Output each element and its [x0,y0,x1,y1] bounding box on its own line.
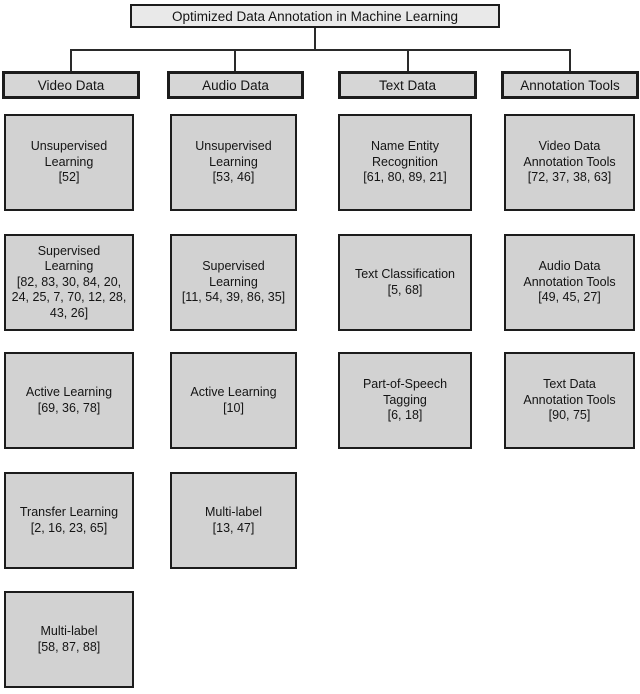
diagram-title-box: Optimized Data Annotation in Machine Lea… [130,4,500,28]
node-refs: [53, 46] [212,170,255,185]
column-header-text-data: Text Data [338,71,477,99]
node-refs: [58, 87, 88] [37,639,101,654]
node-refs: [72, 37, 38, 63] [527,170,612,185]
column-header-video-data: Video Data [2,71,140,99]
column-header-annotation-tools: Annotation Tools [501,71,639,99]
node-refs: [13, 47] [212,520,255,535]
node-refs: [82, 83, 30, 84, 20, 24, 25, 7, 70, 12, … [11,274,127,320]
node-refs: [69, 36, 78] [37,400,101,415]
node-tools-text-data-annotation: Text Data Annotation Tools [90, 75] [504,352,635,449]
node-audio-multi-label: Multi-label [13, 47] [170,472,297,569]
connector-stub-video-data [70,50,72,72]
node-label: Active Learning [25,385,113,399]
node-label: Supervised Learning [202,259,265,289]
node-label: Unsupervised Learning [30,139,108,169]
node-audio-active-learning: Active Learning [10] [170,352,297,449]
node-label: Audio Data Annotation Tools [523,259,616,289]
node-refs: [90, 75] [548,408,591,423]
node-video-unsupervised-learning: Unsupervised Learning [52] [4,114,134,211]
node-label: Part-of-Speech Tagging [362,377,448,407]
node-label: Multi-label [205,505,262,519]
connector-horizontal-rail [70,49,571,51]
connector-stub-annotation-tools [569,50,571,72]
node-text-text-classification: Text Classification [5, 68] [338,234,472,331]
node-text-name-entity-recognition: Name Entity Recognition [61, 80, 89, 21] [338,114,472,211]
node-tools-video-data-annotation: Video Data Annotation Tools [72, 37, 38,… [504,114,635,211]
node-text-part-of-speech-tagging: Part-of-Speech Tagging [6, 18] [338,352,472,449]
node-refs: [61, 80, 89, 21] [363,170,447,185]
node-video-supervised-learning: Supervised Learning [82, 83, 30, 84, 20,… [4,234,134,331]
connector-stub-audio-data [234,50,236,72]
node-video-active-learning: Active Learning [69, 36, 78] [4,352,134,449]
node-label: Video Data Annotation Tools [523,139,616,169]
diagram-title: Optimized Data Annotation in Machine Lea… [172,8,458,24]
node-refs: [2, 16, 23, 65] [30,520,108,535]
node-label: Unsupervised Learning [195,139,272,169]
node-label: Name Entity Recognition [370,139,440,169]
node-refs: [52] [58,170,80,185]
node-label: Text Classification [354,267,456,281]
node-label: Supervised Learning [37,243,101,274]
connector-title-drop [314,28,316,50]
node-audio-unsupervised-learning: Unsupervised Learning [53, 46] [170,114,297,211]
connector-stub-text-data [407,50,409,72]
node-refs: [10] [223,400,244,415]
column-header-audio-data: Audio Data [167,71,304,99]
node-label: Transfer Learning [19,505,119,519]
node-video-multi-label: Multi-label [58, 87, 88] [4,591,134,688]
node-audio-supervised-learning: Supervised Learning [11, 54, 39, 86, 35] [170,234,297,331]
node-refs: [5, 68] [387,282,423,297]
node-refs: [6, 18] [387,408,423,423]
node-video-transfer-learning: Transfer Learning [2, 16, 23, 65] [4,472,134,569]
column-header-label: Audio Data [202,77,269,93]
node-label: Multi-label [40,624,98,638]
column-header-label: Annotation Tools [520,77,620,93]
node-label: Active Learning [190,385,277,399]
column-header-label: Text Data [378,77,437,93]
node-refs: [49, 45, 27] [538,290,601,305]
column-header-label: Video Data [37,77,105,93]
node-refs: [11, 54, 39, 86, 35] [181,290,286,305]
node-label: Text Data Annotation Tools [523,377,616,407]
node-tools-audio-data-annotation: Audio Data Annotation Tools [49, 45, 27] [504,234,635,331]
